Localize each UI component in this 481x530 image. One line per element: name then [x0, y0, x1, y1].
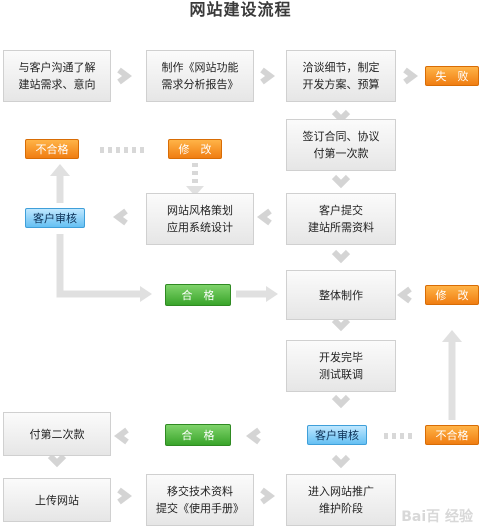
modify-tag-top: 修 改 — [168, 139, 222, 159]
arrow-review-b12 — [331, 454, 351, 469]
arrow-b5-b7 — [331, 249, 351, 264]
arrowhead-modify-down — [186, 186, 204, 196]
pass-tag-bottom: 合 格 — [165, 424, 231, 446]
arrowhead-right-b7 — [266, 286, 278, 302]
step-upload-site: 上传网站 — [3, 478, 111, 522]
step-hand-over-docs: 移交技术资料 提交《使用手册》 — [146, 474, 254, 526]
arrow-b10-b11 — [117, 487, 132, 505]
unqualified-tag-top: 不合格 — [25, 139, 79, 159]
step-negotiate-plan: 洽谈细节，制定 开发方案、预算 — [286, 50, 396, 102]
arrow-b8-review — [331, 394, 351, 409]
arrow-b4-b5 — [331, 174, 351, 189]
arrow-b6-review — [113, 208, 128, 226]
pass-tag-mid: 合 格 — [165, 284, 231, 306]
arrowhead-right-pass — [140, 286, 152, 302]
modify-tag-right: 修 改 — [425, 285, 479, 305]
arrowhead-up-right — [442, 330, 462, 342]
step-requirements-report: 制作《网站功能 需求分析报告》 — [146, 50, 254, 102]
arrow-b11-b12 — [260, 487, 275, 505]
arrow-b3-b4 — [331, 109, 351, 124]
arrow-b9-b10 — [47, 453, 67, 468]
arrow-b5-b6 — [257, 208, 272, 226]
step-sign-contract: 签订合同、协议 付第一次款 — [286, 119, 396, 171]
watermark: Bai百 经验 — [401, 509, 473, 525]
step-testing: 开发完毕 测试联调 — [286, 340, 396, 392]
arrow-pass-b9 — [114, 427, 129, 445]
arrow-b3-fail — [403, 67, 418, 85]
step-promotion-maintenance: 进入网站推广 维护阶段 — [286, 474, 396, 526]
arrow-b1-b2 — [117, 67, 132, 85]
step-communicate-requirements: 与客户沟通了解 建站需求、意向 — [3, 50, 111, 102]
fail-tag: 失 败 — [425, 66, 479, 86]
page-title: 网站建设流程 — [189, 0, 292, 19]
review-tag-bottom: 客户审核 — [307, 425, 367, 445]
step-submit-materials: 客户提交 建站所需资料 — [286, 193, 396, 245]
step-style-design: 网站风格策划 应用系统设计 — [146, 193, 254, 245]
step-second-payment: 付第二次款 — [3, 412, 111, 456]
arrow-review-pass — [246, 427, 261, 445]
arrow-b7-b8 — [331, 317, 351, 332]
arrowhead-up-left — [50, 164, 70, 176]
line-review-to-pass — [56, 234, 145, 298]
unqualified-tag-bottom: 不合格 — [425, 425, 479, 445]
arrow-modify-b7 — [397, 286, 412, 304]
arrow-b2-b3 — [260, 67, 275, 85]
review-tag-top: 客户审核 — [25, 208, 85, 228]
step-overall-build: 整体制作 — [286, 270, 396, 320]
